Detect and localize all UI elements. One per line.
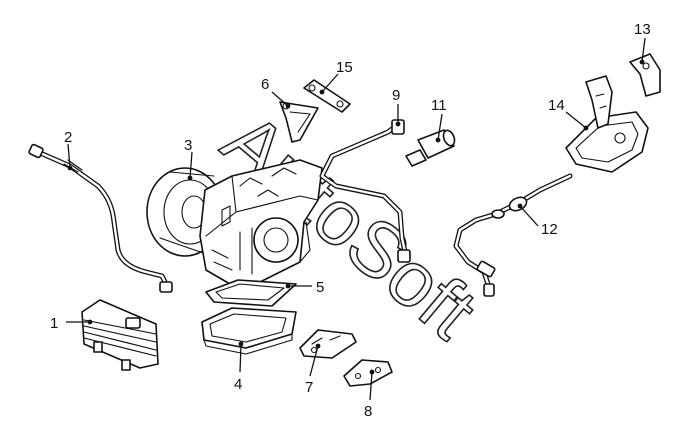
callout-5: 5 bbox=[316, 279, 324, 296]
part-7-bracket bbox=[299, 329, 357, 359]
callout-12: 12 bbox=[541, 221, 558, 238]
part-12-shift-cable bbox=[453, 173, 573, 297]
leader-lines bbox=[66, 37, 646, 401]
callout-8: 8 bbox=[364, 403, 372, 420]
part-2-pipe bbox=[28, 143, 173, 293]
callout-13: 13 bbox=[634, 21, 651, 38]
part-5-gasket bbox=[205, 279, 297, 307]
part-1-oil-cooler bbox=[81, 299, 159, 371]
part-13-bracket bbox=[629, 53, 661, 97]
transmission-body bbox=[199, 159, 323, 285]
callout-14: 14 bbox=[548, 97, 565, 114]
part-14-shifter bbox=[565, 75, 649, 173]
part-15-link bbox=[303, 79, 351, 113]
callout-6: 6 bbox=[261, 76, 269, 93]
callout-4: 4 bbox=[234, 376, 242, 393]
callout-11: 11 bbox=[431, 97, 447, 114]
callout-3: 3 bbox=[184, 137, 192, 154]
part-4-oil-pan bbox=[201, 307, 297, 355]
part-9-cable bbox=[319, 119, 411, 263]
callout-7: 7 bbox=[305, 379, 313, 396]
callout-15: 15 bbox=[336, 59, 353, 76]
callout-2: 2 bbox=[64, 129, 72, 146]
part-8-bracket bbox=[343, 359, 393, 387]
callout-9: 9 bbox=[392, 87, 400, 104]
part-11-solenoid bbox=[405, 129, 456, 167]
callout-numbers: 2 3 1 4 5 6 15 7 8 9 11 12 13 14 bbox=[50, 21, 651, 420]
part-6-bracket bbox=[279, 101, 319, 143]
callout-1: 1 bbox=[50, 315, 58, 332]
